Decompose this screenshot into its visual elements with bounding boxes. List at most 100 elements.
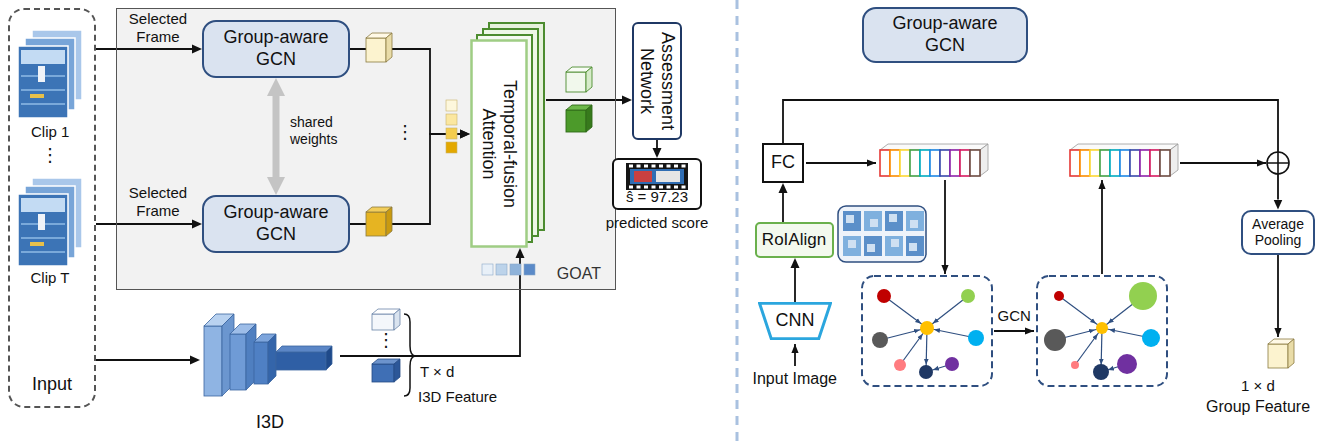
film-icon xyxy=(629,165,633,168)
process-box: Group-aware GCN xyxy=(202,20,350,78)
roi-thumbnails xyxy=(910,220,918,228)
graph xyxy=(894,359,906,371)
group-tokens xyxy=(446,114,457,125)
edge-label: shared weights xyxy=(290,114,352,148)
graph xyxy=(877,289,891,303)
node-feature-bar xyxy=(980,144,988,176)
node-feature-bar xyxy=(1150,150,1160,176)
score-output: ŝ = 97.23predicted score xyxy=(595,158,719,234)
graph xyxy=(1142,329,1160,347)
process-box: RoIAlign xyxy=(755,222,834,258)
film-icon xyxy=(637,165,641,168)
node-feature-bar xyxy=(1090,150,1100,176)
edge-label: Selected Frame xyxy=(122,184,194,220)
roi-thumbnails xyxy=(846,215,854,223)
i3d-tokens xyxy=(524,264,535,275)
node-feature-bar xyxy=(940,150,950,176)
i3d-blocks xyxy=(254,342,268,384)
frame-feature xyxy=(366,33,392,62)
i3d-tokens xyxy=(510,264,521,275)
node-feature-bar xyxy=(1110,150,1120,176)
roi-thumbnails xyxy=(909,243,917,251)
process-box: Average Pooling xyxy=(1241,210,1315,255)
connector xyxy=(273,96,280,177)
graph xyxy=(1117,354,1137,374)
i3d-blocks xyxy=(230,334,246,390)
group-feature xyxy=(1268,344,1288,368)
sum-symbol xyxy=(1267,152,1289,174)
node-feature-bar xyxy=(1140,150,1150,176)
i3d-tokens xyxy=(482,264,535,275)
frame-feature xyxy=(386,33,392,62)
node-text: I3D xyxy=(200,412,340,434)
module-frame: GOATGroup-aware GCNGroup-aware GCNTempor… xyxy=(116,8,616,290)
video-clip xyxy=(18,178,82,266)
input-panel: Input xyxy=(8,8,96,408)
node-text: Group-aware GCN xyxy=(883,13,1007,56)
i3d-blocks xyxy=(276,352,326,370)
video-clip xyxy=(18,30,82,118)
connector xyxy=(340,258,520,356)
sum-symbol xyxy=(1267,152,1289,174)
connector xyxy=(782,193,784,222)
attention-layers xyxy=(472,41,527,247)
dimension-label: 1 × d xyxy=(1241,377,1275,395)
i3d-feature xyxy=(404,314,416,396)
connector xyxy=(546,99,622,101)
roi-thumbnails xyxy=(848,240,856,248)
i3d-blocks xyxy=(276,346,332,352)
clip-label: Clip T xyxy=(31,269,70,287)
edge-label: Selected Frame xyxy=(122,10,194,46)
node-feature-bar xyxy=(1160,150,1170,176)
dimension-label: T × d xyxy=(420,363,454,381)
node-feature-bar xyxy=(1070,144,1178,176)
graph xyxy=(862,276,992,386)
i3d-blocks xyxy=(204,314,332,396)
output-feature xyxy=(566,110,586,132)
score-value: ŝ = 97.23 xyxy=(614,188,700,206)
graph xyxy=(880,296,976,372)
film-icon xyxy=(644,165,648,168)
cnn-trapezoid: CNN xyxy=(758,302,832,340)
i3d-feature xyxy=(372,314,394,330)
node-feature-bar xyxy=(1070,150,1080,176)
graph xyxy=(884,296,927,328)
film-icon xyxy=(634,171,652,182)
i3d-feature xyxy=(394,309,400,330)
ellipsis: ⋮ xyxy=(377,330,395,352)
i3d-feature xyxy=(394,359,400,382)
flow-arrow xyxy=(1101,180,1103,274)
node-text: Average Pooling xyxy=(1249,216,1307,248)
output-feature xyxy=(566,72,586,92)
backbone-network: I3D xyxy=(200,290,340,436)
flow-arrow xyxy=(944,180,946,274)
connector xyxy=(794,268,796,302)
node-feature-bar xyxy=(1170,144,1178,176)
graph xyxy=(961,289,975,303)
graph xyxy=(920,321,934,335)
module-title: GOAT xyxy=(557,264,601,283)
graph xyxy=(872,332,888,348)
roi-thumbnails xyxy=(891,239,899,247)
sum-symbol xyxy=(1267,152,1289,174)
roi-thumbnails xyxy=(867,244,875,252)
node-text: CNN xyxy=(776,310,815,332)
roi-thumbnails xyxy=(864,236,882,256)
output-feature xyxy=(586,67,592,92)
frame-feature xyxy=(366,212,386,236)
flow-arrow xyxy=(994,330,1034,332)
film-icon xyxy=(652,165,656,168)
group-tokens xyxy=(446,128,457,139)
roi-thumbnails xyxy=(885,236,903,256)
frame-feature xyxy=(366,38,386,62)
node-feature-bar xyxy=(880,150,890,176)
flow-arrow xyxy=(806,162,876,164)
graph xyxy=(1093,364,1109,380)
node-text: Group-aware GCN xyxy=(214,27,338,70)
score-caption: predicted score xyxy=(585,214,729,232)
group-tokens xyxy=(446,100,457,153)
connector xyxy=(783,100,1278,200)
node-text: Assessment Network xyxy=(636,27,678,135)
node-text: FC xyxy=(771,152,795,174)
graph xyxy=(945,357,959,371)
